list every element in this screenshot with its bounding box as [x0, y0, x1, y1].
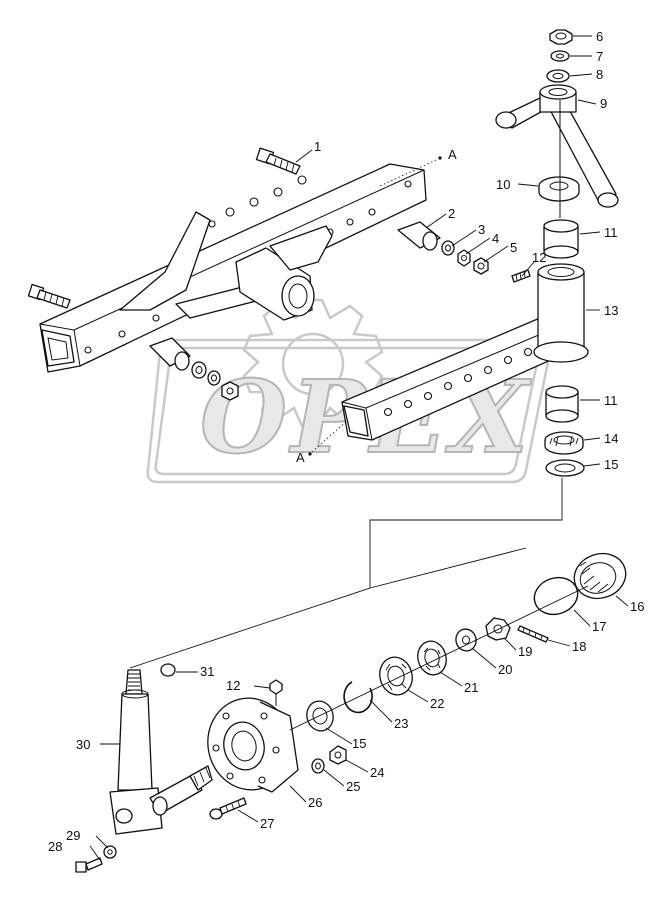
callout-27: 27 — [260, 816, 274, 831]
callout-25: 25 — [346, 779, 360, 794]
bolt-28 — [75, 857, 103, 873]
o-ring-17 — [533, 576, 579, 616]
section-line-A-lower — [311, 419, 349, 453]
bolt-1 — [255, 147, 301, 175]
axle-beam-lower — [341, 263, 589, 441]
wheel-stud-27 — [209, 797, 247, 820]
seal-15-upper — [545, 459, 585, 477]
watermark-gear-hub — [281, 332, 345, 396]
callout-20: 20 — [498, 662, 512, 677]
grease-fitting-12-upper — [511, 269, 531, 283]
bushing-2 — [397, 221, 441, 251]
callout-14: 14 — [604, 431, 618, 446]
steering-knuckle-30 — [109, 669, 213, 835]
assembly-connector-line — [129, 478, 563, 669]
callout-12-lower: 12 — [226, 678, 240, 693]
bearing-22 — [379, 656, 413, 696]
axle-beam-tube — [39, 163, 427, 373]
seal-ring-10 — [538, 176, 580, 202]
axle-beam-holes — [84, 175, 412, 354]
nut-4 — [457, 249, 471, 267]
callout-7: 7 — [596, 49, 603, 64]
washer-3 — [441, 240, 455, 256]
nut-24 — [329, 745, 347, 765]
pivot-boss-bore — [281, 275, 315, 317]
callout-24: 24 — [370, 765, 384, 780]
thrust-bearing-14 — [544, 431, 584, 455]
callout-8: 8 — [596, 67, 603, 82]
bushing-11-lower — [545, 385, 579, 423]
axle-extension-end-opening — [343, 405, 369, 437]
snap-ring-23 — [343, 681, 373, 714]
hub-cap-16 — [573, 552, 627, 600]
callout-22: 22 — [430, 696, 444, 711]
callout-29: 29 — [66, 828, 80, 843]
section-mark-A-upper: A — [448, 147, 457, 162]
grease-fitting-12-lower — [269, 679, 283, 706]
bushing-lower-left — [149, 337, 191, 371]
washer-8 — [546, 69, 570, 83]
bolt-left — [27, 283, 71, 309]
washer-29 — [103, 845, 117, 859]
axle-beam-end-opening — [41, 329, 75, 367]
callout-9: 9 — [600, 96, 607, 111]
axle-beam-gusset — [269, 225, 333, 271]
watermark: OPEX — [146, 298, 552, 484]
callout-2: 2 — [448, 206, 455, 221]
hub-axis-line — [289, 585, 589, 731]
wheel-hub-26 — [207, 697, 299, 793]
washer-20 — [455, 628, 477, 652]
axle-beam-upper — [39, 163, 427, 373]
callout-18: 18 — [572, 639, 586, 654]
section-mark-A-lower: A — [296, 450, 305, 465]
callout-4: 4 — [492, 231, 499, 246]
callout-11-lower: 11 — [604, 393, 618, 408]
callout-11-upper: 11 — [604, 225, 618, 240]
callout-labels: 1 2 3 4 5 6 7 8 9 10 11 11 12 12 13 14 1… — [48, 29, 644, 854]
bearing-21 — [417, 640, 447, 676]
axle-extension-holes — [383, 347, 533, 417]
callout-26: 26 — [308, 795, 322, 810]
callout-23: 23 — [394, 716, 408, 731]
callout-31: 31 — [200, 664, 214, 679]
watermark-gear — [242, 298, 384, 428]
callout-19: 19 — [518, 644, 532, 659]
bushing-11-upper — [543, 219, 579, 259]
callout-3: 3 — [478, 222, 485, 237]
cotter-pin-18 — [517, 625, 549, 643]
callout-10: 10 — [496, 177, 510, 192]
callout-16: 16 — [630, 599, 644, 614]
leader-lines — [89, 35, 629, 861]
callout-12-upper: 12 — [532, 250, 546, 265]
washer-lower-left-2 — [207, 370, 221, 386]
callout-15-upper: 15 — [604, 457, 618, 472]
callout-5: 5 — [510, 240, 517, 255]
nut-6 — [549, 29, 573, 45]
plug-31 — [160, 663, 176, 677]
callout-30: 30 — [76, 737, 90, 752]
callout-15-lower: 15 — [352, 736, 366, 751]
callout-21: 21 — [464, 680, 478, 695]
callout-28: 28 — [48, 839, 62, 854]
washer-25 — [311, 758, 325, 774]
callout-6: 6 — [596, 29, 603, 44]
callout-1: 1 — [314, 139, 321, 154]
kingpin-housing-flange — [533, 341, 589, 363]
axle-beam-bracket-plate — [119, 211, 211, 311]
callout-13: 13 — [604, 303, 618, 318]
kingpin-housing-13 — [537, 271, 585, 353]
washer-lower-left-1 — [191, 361, 207, 379]
callout-17: 17 — [592, 619, 606, 634]
washer-7 — [550, 50, 570, 62]
nut-lower-left — [221, 381, 239, 401]
